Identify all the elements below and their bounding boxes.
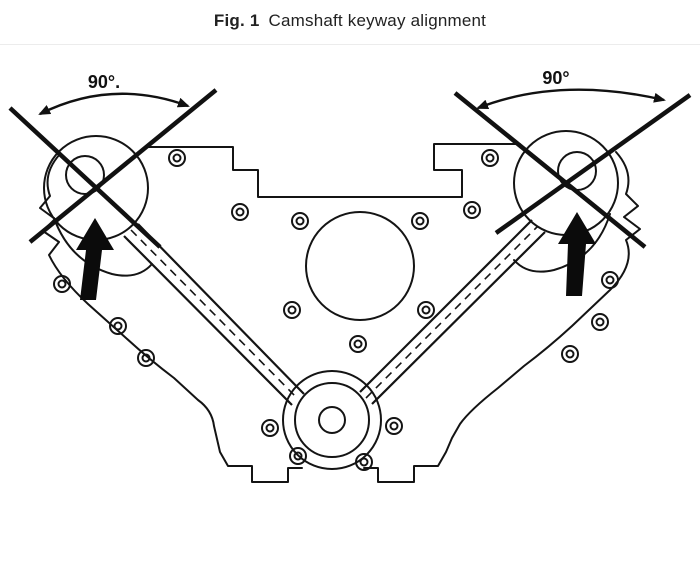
right-cover-curve: [513, 213, 611, 273]
left-cover-curve: [53, 217, 153, 277]
diagram-container: 90°. 90°: [0, 48, 700, 572]
bolt-hole: [385, 417, 403, 435]
bolt-hole: [417, 301, 435, 319]
chain-left-inner: [123, 235, 293, 406]
figure-title: Camshaft keyway alignment: [268, 11, 487, 30]
right-keyway-line-a: [494, 93, 692, 235]
bolt-hole: [137, 349, 155, 367]
left-angle-label: 90°.: [88, 72, 120, 92]
timing-chain: [123, 219, 546, 406]
chain-left-outer: [137, 223, 305, 395]
engine-diagram: 90°. 90°: [8, 68, 692, 483]
left-keyway-arrow-icon: [76, 218, 114, 300]
figure-label: Fig. 1: [213, 11, 260, 30]
bolt-hole: [261, 419, 279, 437]
bolt-hole: [601, 271, 619, 289]
left-sprocket-hub: [65, 155, 105, 195]
bolt-hole: [561, 345, 579, 363]
chain-right-rollers: [365, 225, 539, 399]
left-edge-path: [39, 153, 303, 483]
bolt-hole: [291, 212, 309, 230]
bolt-hole: [481, 149, 499, 167]
crank-sprocket-circle: [294, 382, 370, 458]
bolt-hole: [283, 301, 301, 319]
left-angle-arc: [38, 92, 190, 116]
engine-front-cover: [39, 143, 641, 483]
top-ledge-path: [146, 143, 521, 198]
right-keyway-line-b: [453, 91, 647, 249]
bolt-hole: [591, 313, 609, 331]
bolt-hole: [168, 149, 186, 167]
chain-right-outer: [371, 231, 546, 405]
left-keyway-line-b: [28, 88, 218, 244]
left-keyway-line-a: [8, 106, 162, 249]
right-angle-annotation: 90°: [453, 68, 692, 249]
right-keyway-arrow-icon: [558, 212, 596, 296]
bolt-hole: [463, 201, 481, 219]
header-divider: [0, 44, 700, 45]
bolt-hole: [231, 203, 249, 221]
figure-caption: Fig. 1 Camshaft keyway alignment: [0, 11, 700, 31]
crank-flange-circle: [282, 370, 382, 470]
bolt-hole: [349, 335, 367, 353]
left-angle-annotation: 90°.: [8, 72, 218, 249]
center-boss-circle: [305, 211, 415, 321]
crankshaft-sprocket: [282, 370, 382, 470]
right-angle-arc: [476, 88, 666, 110]
bolt-hole: [411, 212, 429, 230]
right-edge-path: [363, 151, 641, 483]
chain-right-inner: [359, 219, 533, 393]
right-angle-label: 90°: [542, 68, 569, 88]
crank-center-circle: [318, 406, 346, 434]
chain-left-rollers: [130, 229, 299, 400]
